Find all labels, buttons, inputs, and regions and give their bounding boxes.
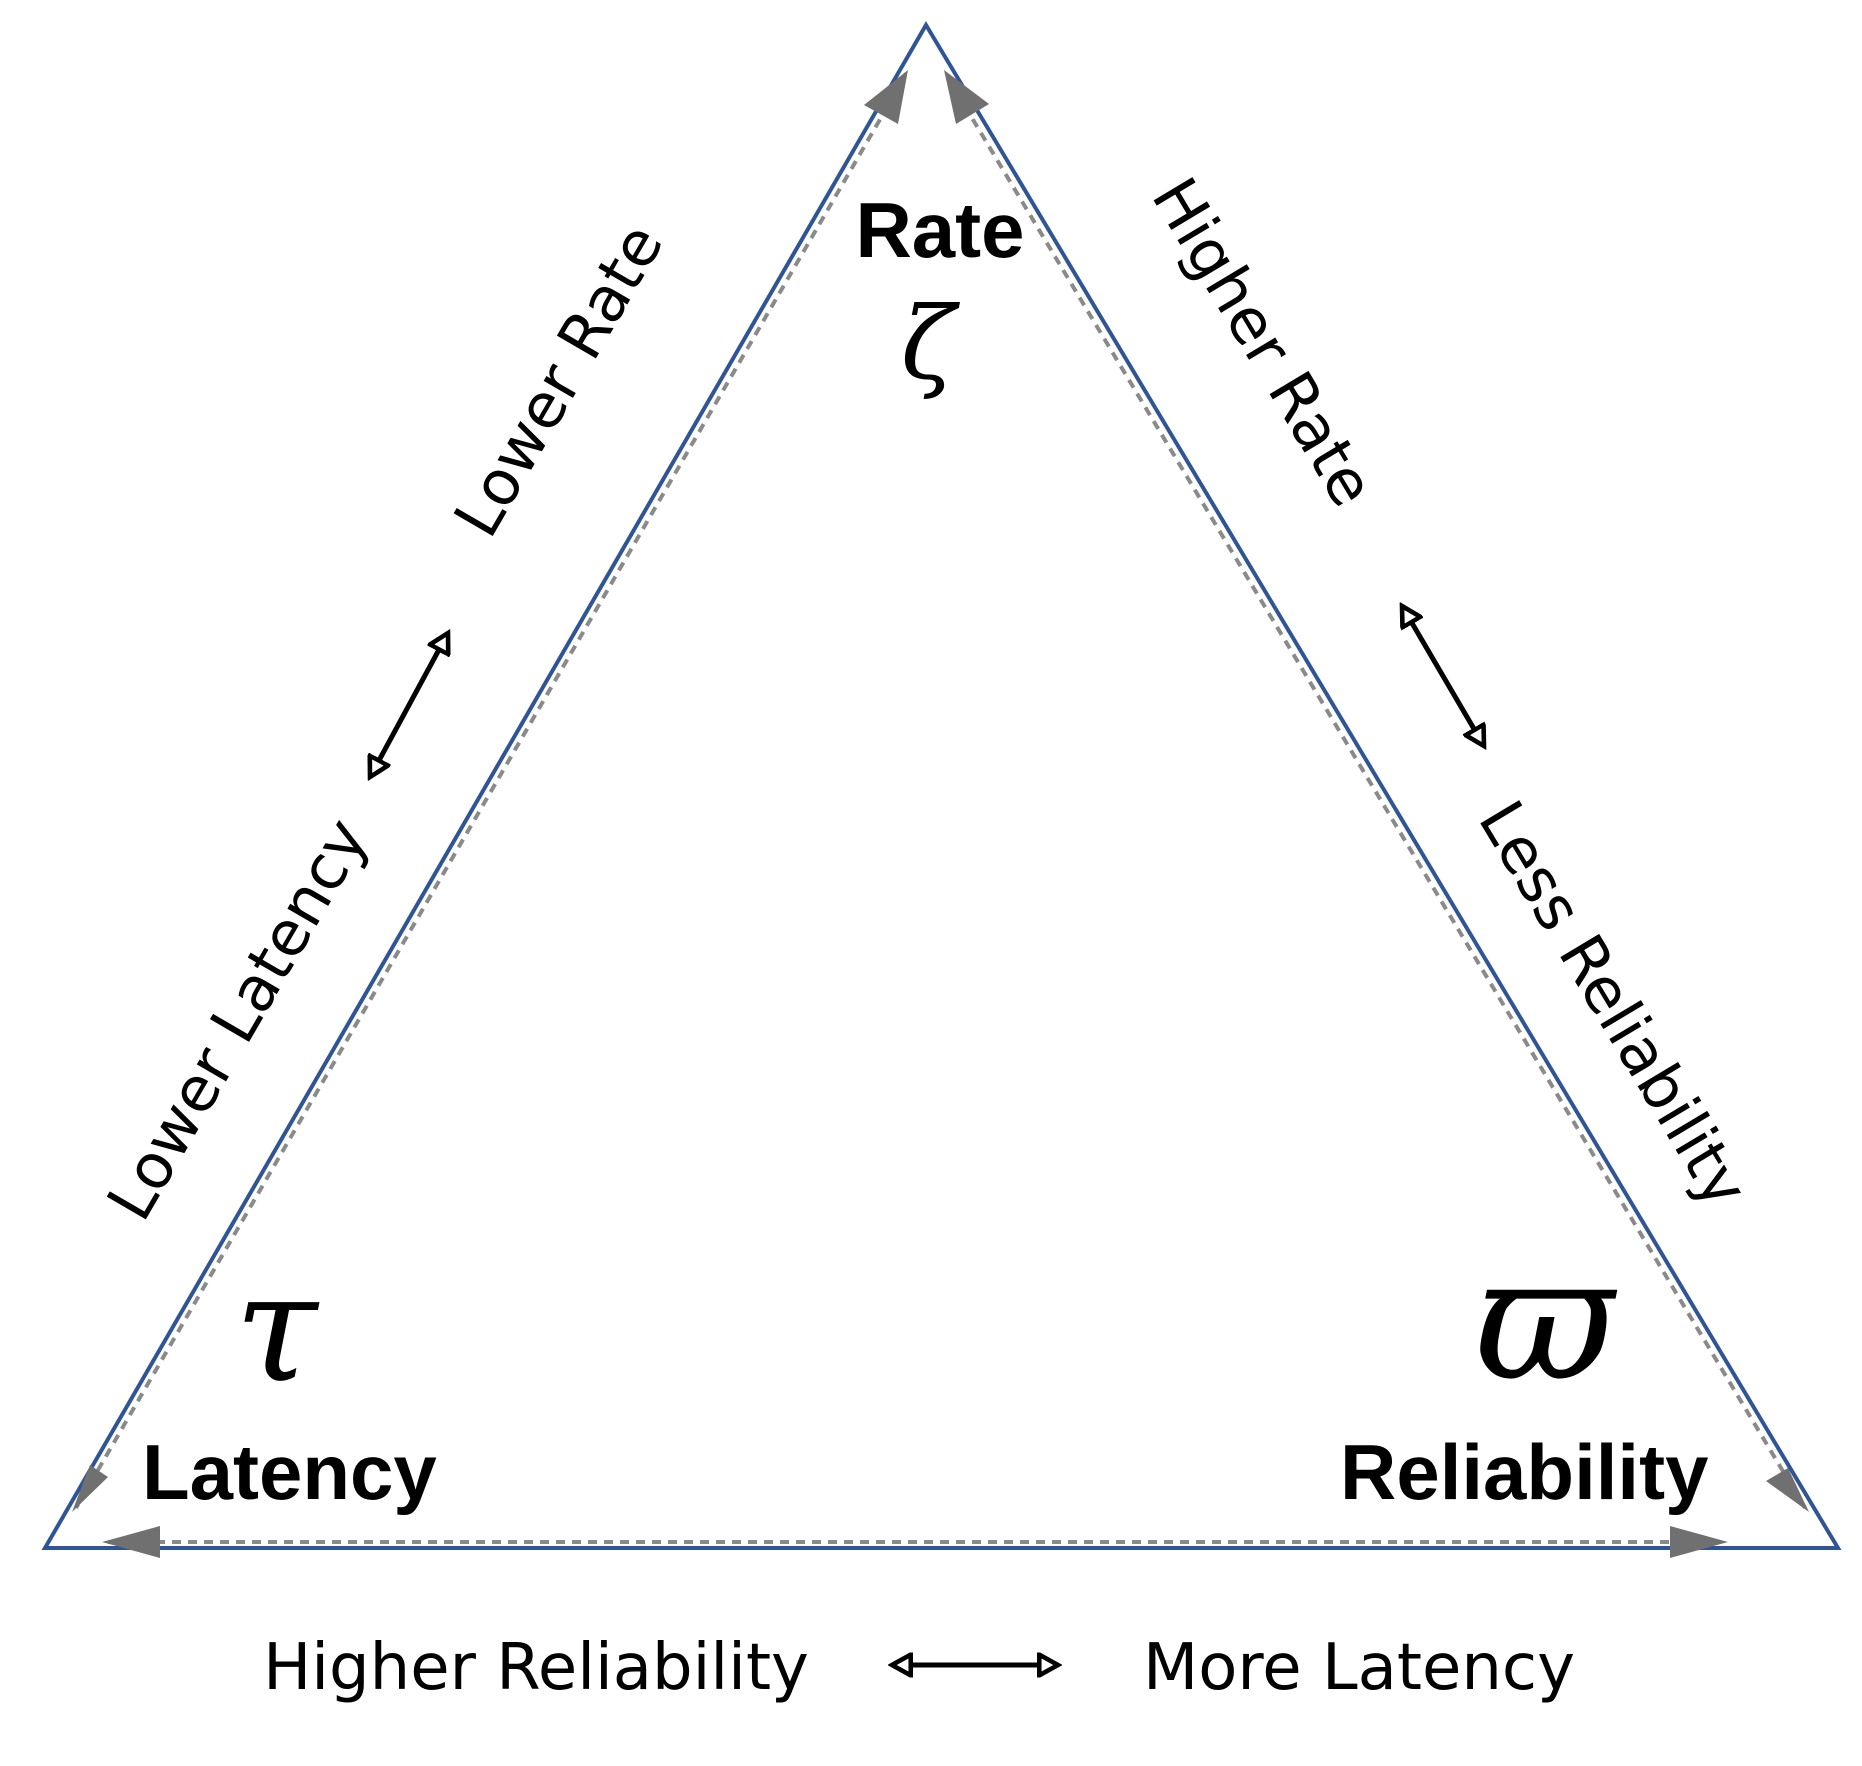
left-edge-dash [74,76,906,1510]
right-edge-dash [946,76,1807,1510]
triangle-arrowhead-icon [72,1465,108,1512]
triangle-arrowhead-icon [944,70,989,124]
symbol-varpi: ϖ [1475,1221,1618,1419]
edge-label-more-latency: More Latency [1143,1631,1575,1705]
symbol-tau: τ [235,1242,320,1416]
edge-arrowheads [72,70,1809,1558]
edge-label-lower-rate: Lower Rate [439,212,677,549]
double-headed-arrow-icon [370,633,448,777]
triangle-outline [41,21,1842,1550]
vertex-label-reliability: Reliability [1340,1428,1708,1516]
symbol-zeta: ζ [901,285,961,402]
vertex-label-rate: Rate [855,186,1024,274]
vertex-label-latency: Latency [142,1428,437,1516]
triangle-arrowhead-icon [1766,1468,1809,1512]
triangle-arrowhead-icon [1670,1526,1728,1558]
double-headed-arrow-icon [1402,606,1484,746]
triangle-arrowhead-icon [864,70,908,124]
triangle-arrowhead-icon [102,1526,160,1558]
edge-label-higher-reliability: Higher Reliability [263,1631,809,1705]
triangle-dashed-edges [74,76,1807,1544]
tradeoff-arrows [370,606,1484,1665]
